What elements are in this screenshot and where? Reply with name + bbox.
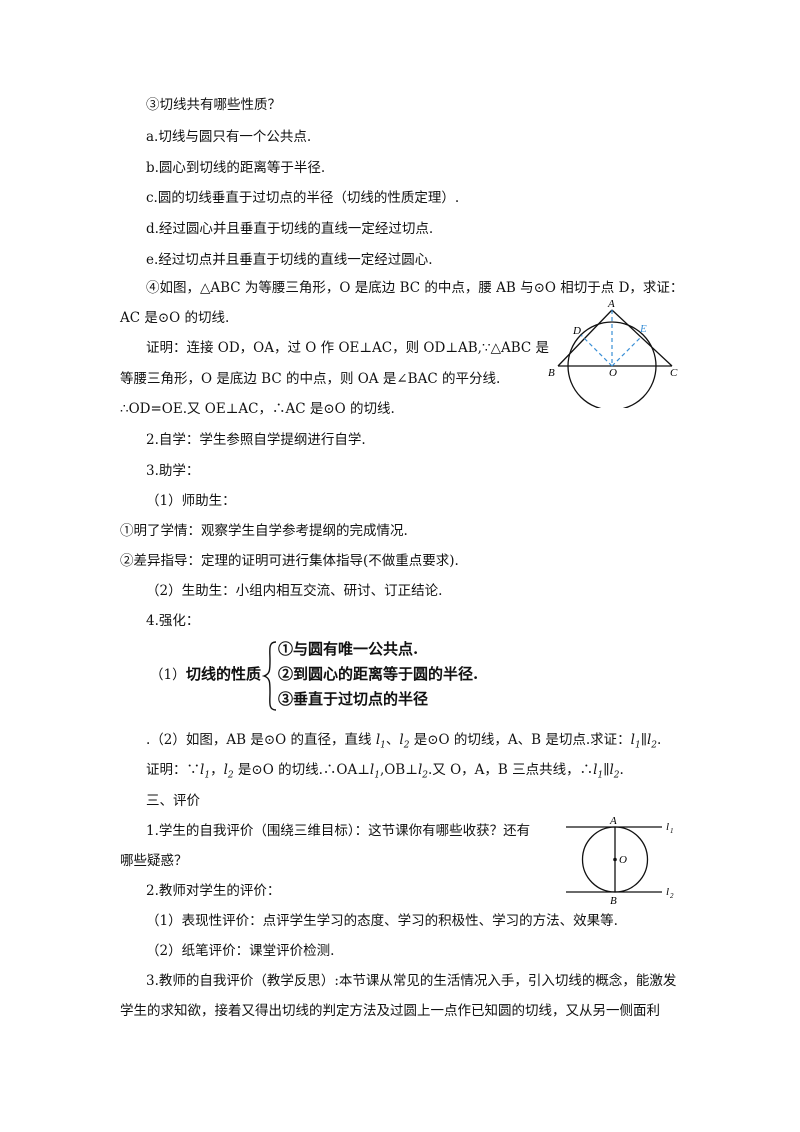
problem4-line1: ④如图，△ABC 为等腰三角形，O 是底边 BC 的中点，腰 AB 与⊙O 相切…	[146, 280, 684, 296]
evaluation-2-2: （2）纸笔评价：课堂评价检测.	[146, 943, 335, 959]
problem4-line2: AC 是⊙O 的切线.	[120, 310, 230, 326]
summary-item-1: ①与圆有唯一公共点.	[278, 640, 419, 658]
proof4-line1: 证明：连接 OD，OA，过 O 作 OE⊥AC，则 OD⊥AB,∵△ABC 是	[146, 340, 549, 356]
proof4-line2: 等腰三角形，O 是底边 BC 的中点，则 OA 是∠BAC 的平分线.	[120, 371, 501, 387]
proof4-line3: ∴OD=OE.又 OE⊥AC，∴AC 是⊙O 的切线.	[120, 401, 395, 417]
property-e: e.经过切点并且垂直于切线的直线一定经过圆心.	[146, 252, 433, 268]
evaluation-2-1: （1）表现性评价：点评学生学习的态度、学习的积极性、学习的方法、效果等.	[146, 913, 618, 929]
label2-l1: l	[666, 821, 669, 833]
evaluation-1a: 1.学生的自我评价（围绕三维目标）：这节课你有哪些收获？还有	[146, 823, 531, 839]
property-b: b.圆心到切线的距离等于半径.	[146, 160, 326, 176]
side-ac	[611, 309, 673, 367]
step-4: 4.强化：	[146, 613, 200, 629]
label2-l2: l	[666, 886, 669, 898]
step-3-1b: ②差异指导：定理的证明可进行集体指导(不做重点要求).	[120, 553, 459, 569]
label-c: C	[670, 367, 678, 379]
step-3-1a: ①明了学情：观察学生自学参考提纲的完成情况.	[120, 523, 408, 539]
properties-heading: ③切线共有哪些性质？	[146, 97, 281, 113]
problem2-question: .（2）如图，AB 是⊙O 的直径，直线 l1、l2 是⊙O 的切线，A、B 是…	[146, 732, 662, 751]
evaluation-1b: 哪些疑惑？	[120, 853, 188, 869]
property-a: a.切线与圆只有一个公共点.	[146, 129, 312, 145]
summary-item-3: ③垂直于过切点的半径	[278, 690, 429, 708]
property-c: c.圆的切线垂直于过切点的半径（切线的性质定理）.	[146, 190, 460, 206]
step-2: 2.自学：学生参照自学提纲进行自学.	[146, 432, 366, 448]
step-3: 3.助学：	[146, 463, 200, 479]
label-b: B	[548, 367, 555, 379]
label-o: O	[609, 367, 617, 379]
summary-item-2: ②到圆心的距离等于圆的半径.	[278, 665, 479, 683]
label-d: D	[572, 325, 581, 337]
segment-oe	[611, 336, 642, 367]
evaluation-heading: 三、评价	[146, 793, 200, 809]
label2-l2-sub: 2	[670, 892, 674, 900]
evaluation-3b: 学生的求知欲，接着又得出切线的判定方法及过圆上一点作已知圆的切线，又从另一侧面利	[120, 1003, 660, 1019]
summary-prefix: （1）	[150, 667, 186, 683]
figure-triangle-circle: A D E B O C	[548, 298, 678, 408]
step-3-1: （1）师助生：	[146, 493, 236, 509]
center-point	[613, 857, 617, 862]
label2-b: B	[610, 895, 617, 906]
label-e: E	[639, 323, 647, 335]
label-a: A	[607, 298, 615, 310]
summary-title: 切线的性质	[186, 665, 262, 683]
step-3-2: （2）生助生：小组内相互交流、研讨、订正结论.	[146, 583, 443, 599]
segment-od	[580, 334, 613, 367]
figure-parallel-tangents: A O B l 1 l 2	[566, 815, 674, 906]
property-d: d.经过圆心并且垂直于切线的直线一定经过切点.	[146, 221, 434, 237]
label2-l1-sub: 1	[670, 827, 674, 835]
evaluation-2: 2.教师对学生的评价：	[146, 883, 281, 899]
label2-a: A	[609, 815, 617, 827]
l1-symbol: l1	[375, 732, 386, 751]
problem2-proof: 证明：∵l1，l2 是⊙O 的切线.∴OA⊥l1,OB⊥l2.又 O，A，B 三…	[146, 762, 624, 781]
brace-icon	[262, 641, 277, 711]
label2-o: O	[619, 854, 627, 866]
l2-symbol: l2	[399, 732, 410, 751]
evaluation-3a: 3.教师的自我评价（教学反思）:本节课从常见的生活情况入手，引入切线的概念，能激…	[146, 973, 677, 989]
side-ab	[557, 309, 613, 367]
